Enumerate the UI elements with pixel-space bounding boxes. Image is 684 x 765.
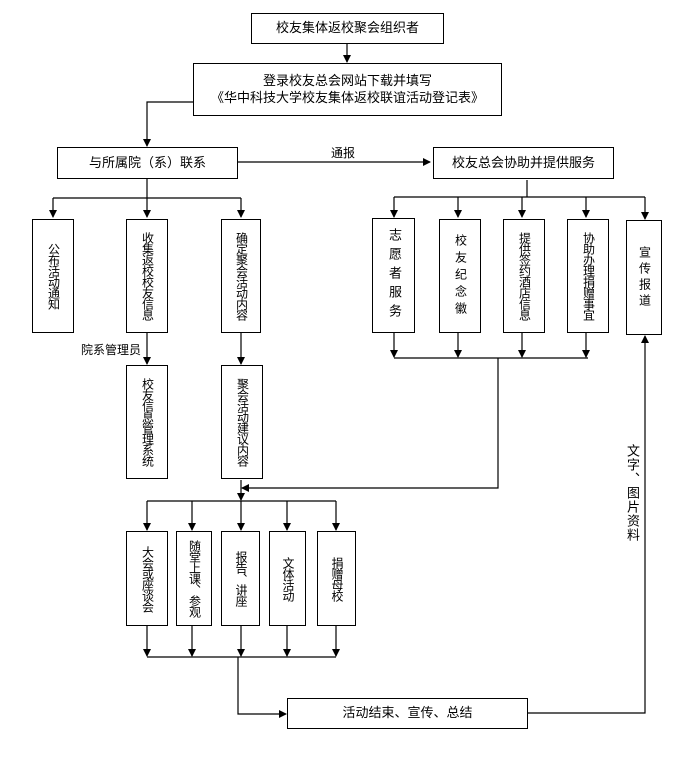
node-volunteer: 志愿者服务 [372,218,415,333]
node-conference-label: 大会或座谈会 [140,545,155,612]
node-confirm-content-label: 确定聚会活动内容 [234,232,249,320]
node-collect-info-label: 收集返校校友信息 [140,232,155,320]
node-info-system-label: 校友信息管理系统 [140,378,155,466]
node-volunteer-label: 志愿者服务 [386,228,401,323]
node-publish-notice: 公布活动通知 [32,219,74,333]
edge-label-notify: 通报 [331,146,356,160]
node-suggested-content: 聚会活动建议内容 [221,365,263,479]
node-badge-label: 校友纪念徽 [453,233,468,319]
node-publicity: 宣传报道 [626,220,662,335]
node-contact-dept-label: 与所属院（系）联系 [88,155,206,171]
node-collect-info: 收集返校校友信息 [126,219,168,333]
node-donate-label: 捐赠母校 [330,556,344,601]
node-organizer: 校友集体返校聚会组织者 [251,13,444,44]
node-lecture: 报告、讲座 [221,531,260,626]
node-hotel-info: 提供签约酒店信息 [503,219,545,333]
edge-register-contact [143,101,193,147]
node-finish-label: 活动结束、宣传、总结 [342,706,473,721]
node-donation-help-label: 协助办理捐赠事宜 [581,232,596,320]
node-confirm-content: 确定聚会活动内容 [221,219,261,333]
node-conference: 大会或座谈会 [126,531,168,626]
node-badge: 校友纪念徽 [439,219,481,333]
node-sports: 文体活动 [269,531,306,626]
edge-label-materials: 文字、图片资料 [624,444,639,542]
node-donation-help: 协助办理捐赠事宜 [567,219,609,333]
node-association-service-label: 校友总会协助并提供服务 [451,155,595,171]
node-publish-notice-label: 公布活动通知 [46,243,61,309]
node-register: 登录校友总会网站下载并填写 《华中科技大学校友集体返校联谊活动登记表》 [193,63,502,116]
node-suggested-content-label: 聚会活动建议内容 [235,378,250,466]
node-publicity-label: 宣传报道 [637,245,652,310]
edge-label-dept-admin: 院系管理员 [81,343,142,357]
node-finish: 活动结束、宣传、总结 [287,698,528,729]
node-organizer-label: 校友集体返校聚会组织者 [275,21,419,36]
node-register-line2: 《华中科技大学校友集体返校联谊活动登记表》 [210,90,484,106]
node-hotel-info-label: 提供签约酒店信息 [517,232,532,320]
node-class-visit: 随堂上课、参观 [176,531,212,626]
node-lecture-label: 报告、讲座 [234,551,248,606]
node-info-system: 校友信息管理系统 [126,365,168,479]
node-class-visit-label: 随堂上课、参观 [187,540,202,617]
node-association-service: 校友总会协助并提供服务 [433,147,614,179]
node-contact-dept: 与所属院（系）联系 [57,147,238,179]
node-register-line1: 登录校友总会网站下载并填写 [262,73,432,89]
node-donate: 捐赠母校 [317,531,356,626]
node-sports-label: 文体活动 [281,556,295,601]
